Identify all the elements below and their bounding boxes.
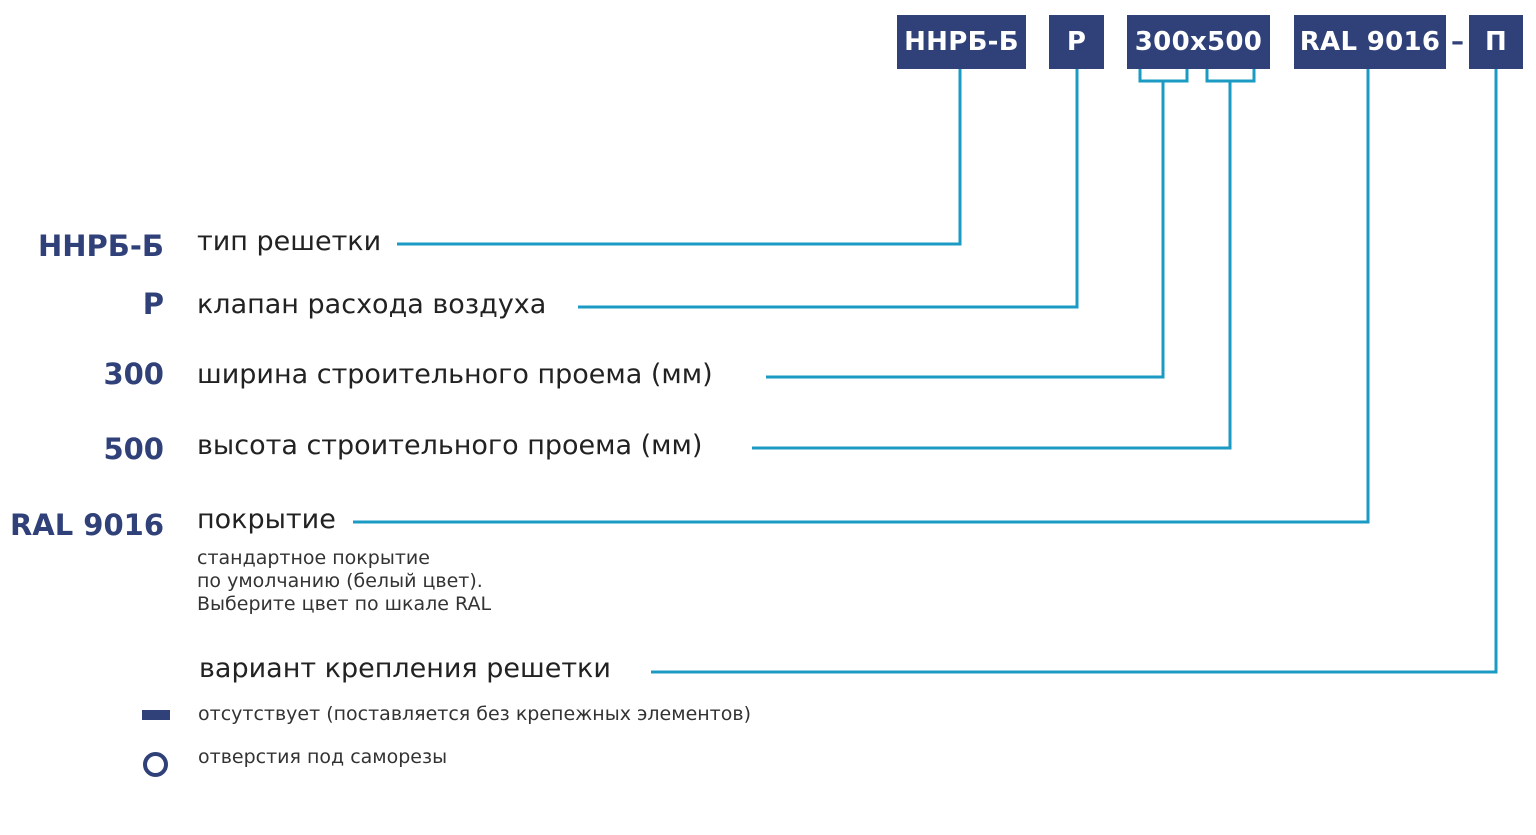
connector-mount bbox=[651, 69, 1498, 674]
legend-label-valve: клапан расхода воздуха bbox=[197, 289, 547, 320]
connector-valve bbox=[578, 69, 1079, 309]
color-note-line: стандартное покрытие bbox=[197, 547, 430, 569]
color-note-line: по умолчанию (белый цвет). bbox=[197, 570, 483, 592]
legend-code-color: RAL 9016 bbox=[9, 508, 164, 542]
mount-option-holes: отверстия под саморезы bbox=[198, 746, 448, 768]
legend-label-color: покрытие bbox=[197, 504, 336, 535]
code-box-size: 300x500 bbox=[1127, 15, 1270, 69]
circle-icon bbox=[143, 752, 168, 777]
code-box-valve: Р bbox=[1049, 15, 1104, 69]
legend-label-mount: вариант крепления решетки bbox=[199, 653, 611, 684]
dash-icon bbox=[142, 710, 170, 720]
color-note-line: Выберите цвет по шкале RAL bbox=[197, 593, 492, 615]
legend-code-height: 500 bbox=[103, 432, 164, 466]
legend-label-type: тип решетки bbox=[197, 226, 382, 257]
connector-color bbox=[353, 69, 1370, 524]
bracket-width bbox=[1138, 69, 1189, 83]
legend-label-height: высота строительного проема (мм) bbox=[197, 430, 703, 461]
connector-width bbox=[766, 81, 1165, 379]
legend-code-valve: Р bbox=[142, 287, 164, 321]
legend-label-width: ширина строительного проема (мм) bbox=[197, 359, 713, 390]
code-box-color: RAL 9016 bbox=[1294, 15, 1446, 69]
mount-option-none: отсутствует (поставляется без крепежных … bbox=[198, 703, 751, 725]
connector-type bbox=[397, 69, 962, 246]
legend-code-type: ННРБ-Б bbox=[37, 229, 164, 263]
color-note: стандартное покрытие по умолчанию (белый… bbox=[197, 547, 491, 616]
code-box-mount: П bbox=[1469, 15, 1523, 69]
legend-code-width: 300 bbox=[103, 357, 164, 391]
code-separator: – bbox=[1451, 27, 1464, 57]
code-box-type: ННРБ-Б bbox=[897, 15, 1026, 69]
connector-height bbox=[752, 81, 1232, 450]
bracket-height bbox=[1205, 69, 1256, 83]
